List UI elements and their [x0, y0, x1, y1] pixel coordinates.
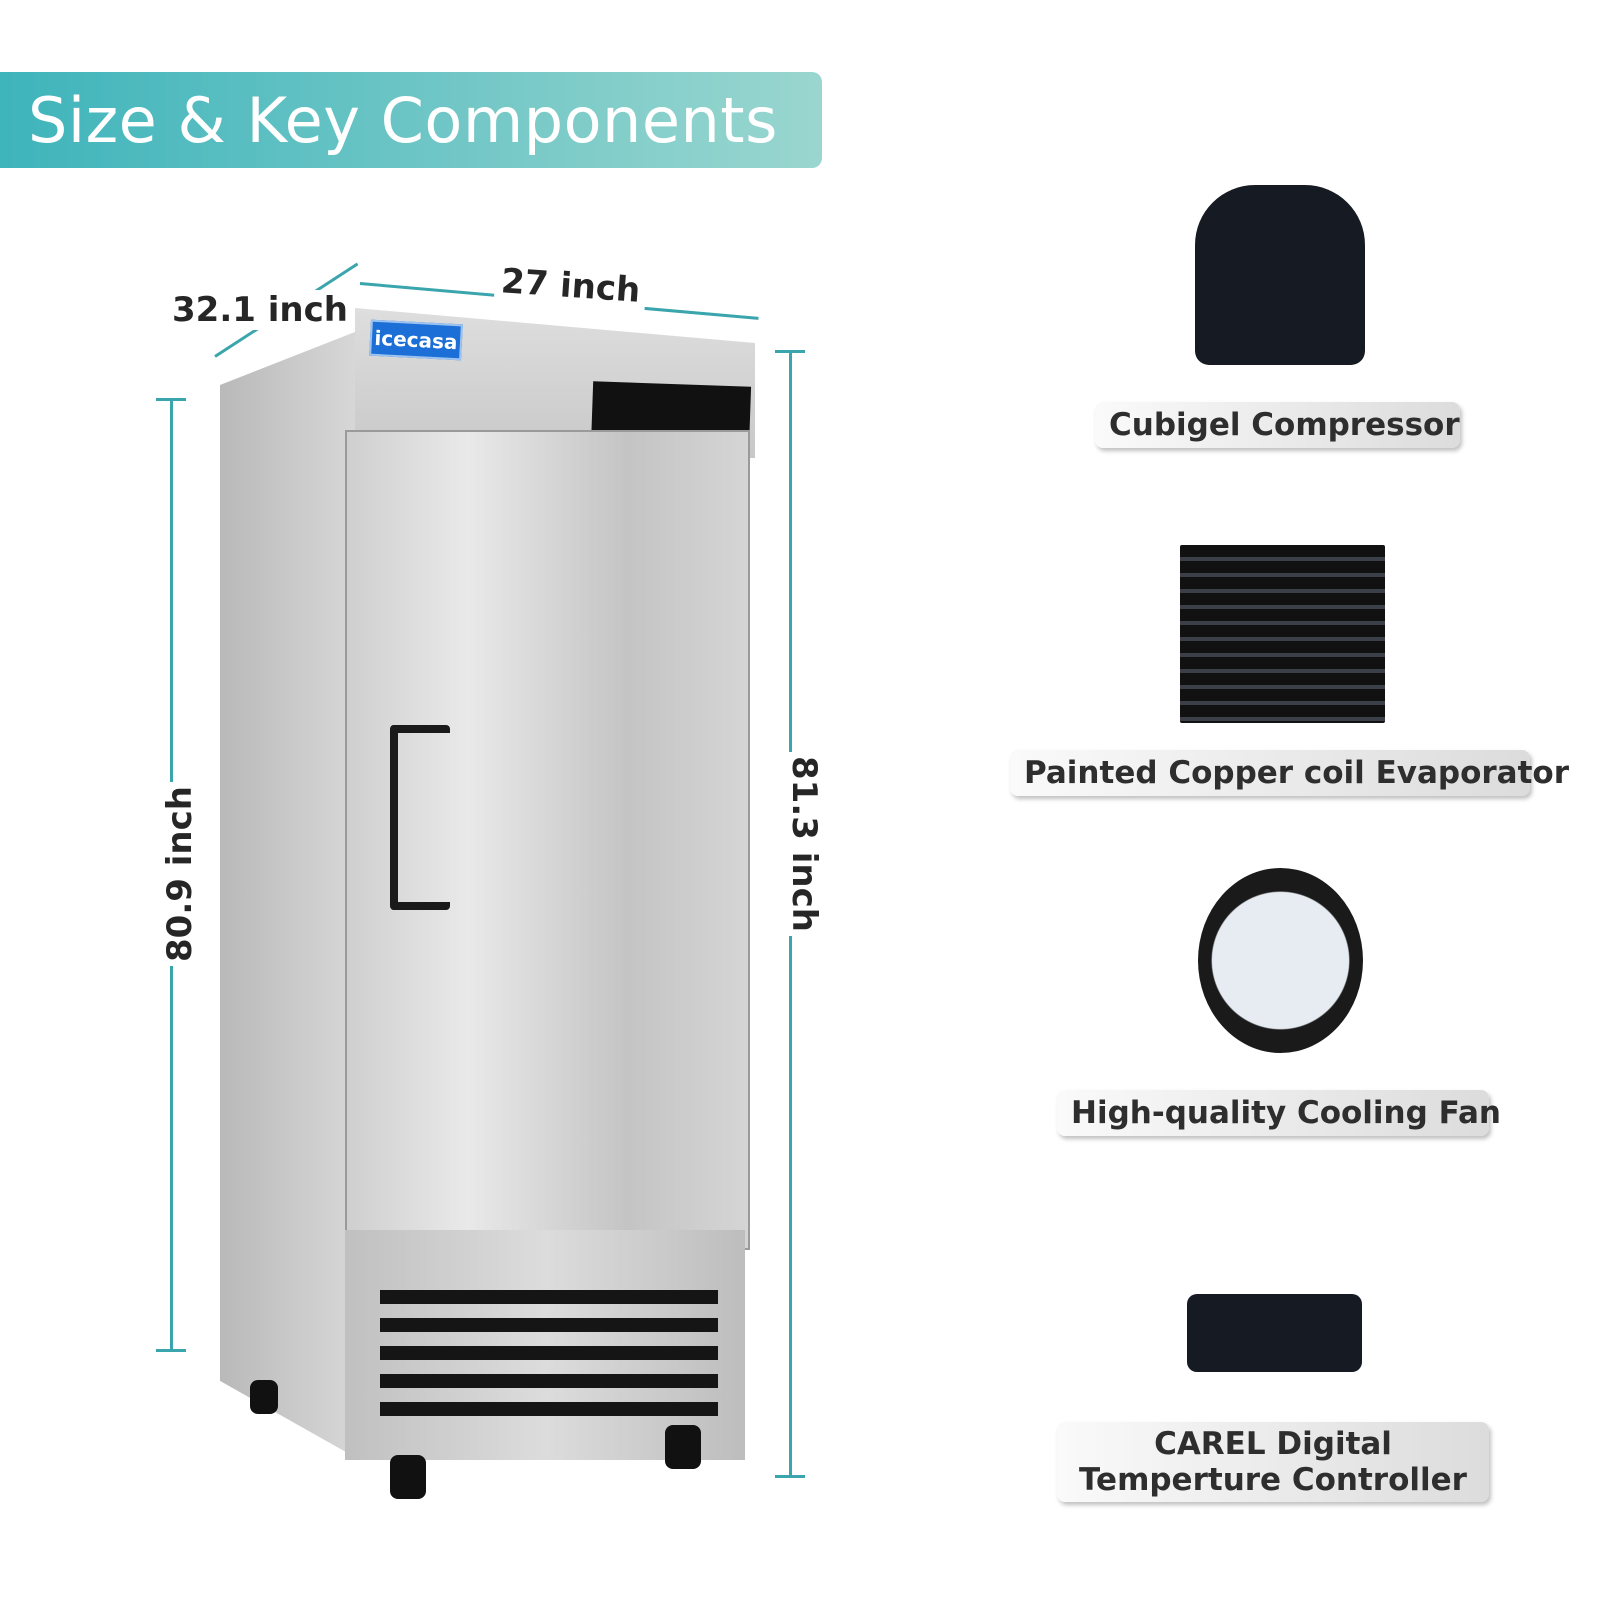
vent — [380, 1402, 718, 1416]
component-label: High-quality Cooling Fan — [1057, 1090, 1501, 1136]
fridge-door — [345, 430, 750, 1250]
height-right-cap-top — [775, 350, 805, 353]
width-label: 27 inch — [493, 260, 648, 312]
caster-wheel — [390, 1455, 426, 1499]
height-right-label: 81.3 inch — [779, 752, 828, 936]
compressor-image — [1195, 185, 1365, 365]
caster-wheel — [665, 1425, 701, 1469]
brand-logo: icecasa — [369, 319, 463, 361]
caster-wheel — [250, 1380, 278, 1414]
depth-label: 32.1 inch — [172, 290, 348, 330]
height-left-cap-bottom — [156, 1349, 186, 1352]
component-label: CAREL Digital Temperture Controller — [1057, 1422, 1489, 1502]
height-left-label: 80.9 inch — [155, 782, 204, 966]
door-handle — [390, 725, 450, 910]
vent — [380, 1318, 718, 1332]
evaporator-image — [1180, 545, 1385, 723]
vent — [380, 1290, 718, 1304]
vent — [380, 1374, 718, 1388]
height-left-cap-top — [156, 398, 186, 401]
height-right-cap-bottom — [775, 1475, 805, 1478]
vent — [380, 1346, 718, 1360]
fridge-base — [345, 1230, 745, 1460]
page-title: Size & Key Components — [28, 84, 778, 157]
component-label: Cubigel Compressor — [1095, 402, 1460, 448]
fridge-side — [220, 330, 360, 1460]
component-label: Painted Copper coil Evaporator — [1010, 750, 1569, 796]
cooling-fan-image — [1198, 868, 1363, 1053]
title-banner: Size & Key Components — [0, 72, 822, 168]
controller-image — [1187, 1294, 1362, 1372]
